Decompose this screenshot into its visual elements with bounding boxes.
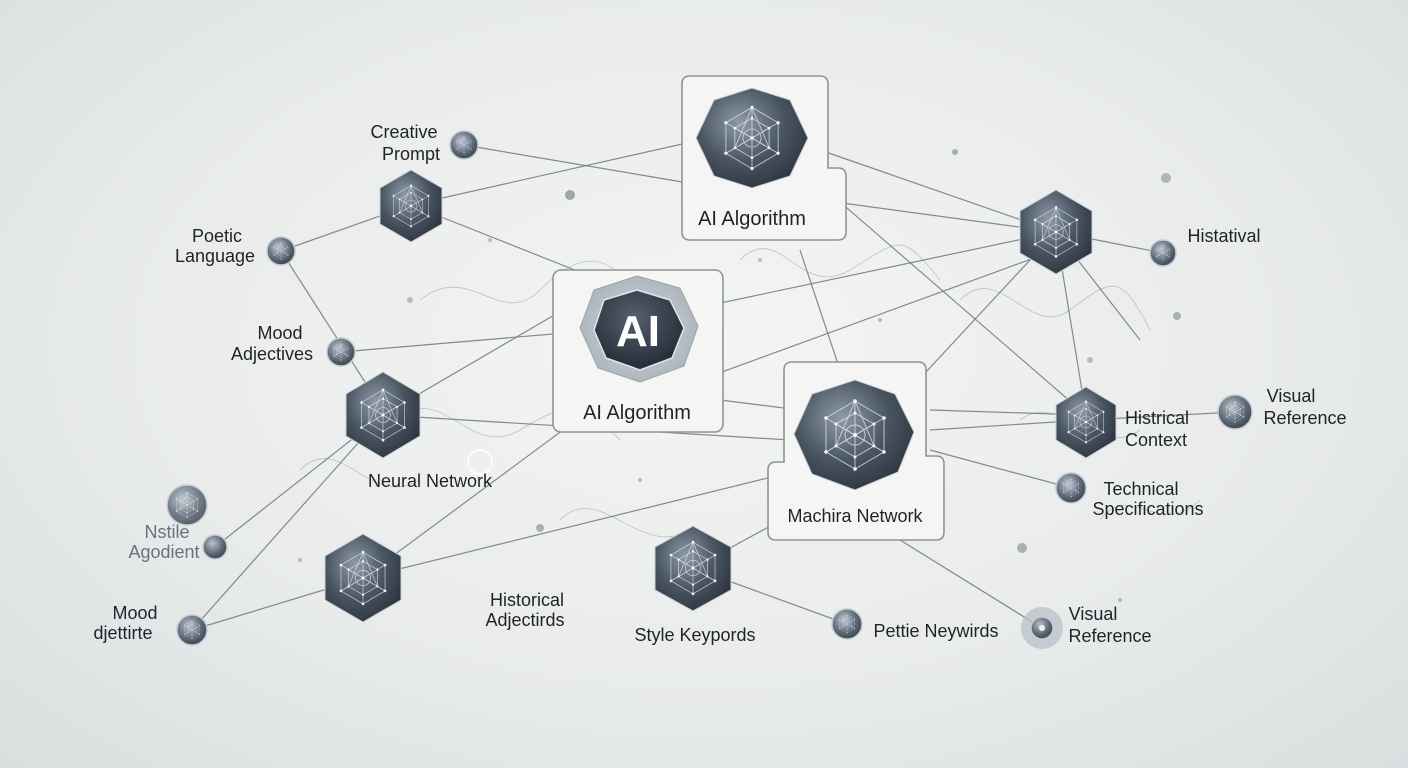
historical-adjectirds-hex[interactable] [324,533,402,623]
historical-adjectirds-label-line1: Historical [490,590,564,610]
ai-algorithm-center-card[interactable]: AI AI Algorithm [552,269,724,433]
ai-algorithm-top-label: AI Algorithm [698,208,806,230]
histatival-hex[interactable] [1019,189,1093,275]
mood-adjectives-label-line2: Adjectives [231,344,313,364]
neural-network-ring [467,449,493,475]
visual-reference-bottom-dot[interactable] [1021,607,1063,649]
mood-djettirte-label-line1: Mood [112,603,157,623]
visual-reference-right-label-line2: Reference [1263,408,1346,428]
technical-specifications-label-line2: Specifications [1092,499,1203,519]
poetic-language-label-line2: Language [175,246,255,266]
creative-prompt-label-line1: Creative [370,122,437,142]
visual-reference-right-label-line1: Visual [1267,386,1316,406]
histrical-context-hex[interactable] [1055,386,1117,459]
visual-reference-right-dot[interactable] [1217,394,1253,430]
mood-djettirte-label-line2: djettirte [93,623,152,643]
poetic-language-dot[interactable] [266,236,296,266]
ai-algorithm-top-orb [695,87,809,189]
neural-network-label: Neural Network [368,471,493,491]
ai-algorithm-center-label: AI Algorithm [583,402,691,424]
creative-prompt-label-line2: Prompt [382,144,440,164]
ai-badge-text: AI [616,307,660,356]
machira-network-label: Machira Network [787,506,923,526]
pettie-neywirds-dot[interactable] [831,608,863,640]
ai-algorithm-top-card[interactable]: AI Algorithm [681,75,847,241]
nstile-agodient-orb[interactable] [166,484,208,526]
poetic-language-label-line1: Poetic [192,226,242,246]
mood-adjectives-dot[interactable] [326,337,356,367]
histrical-context-label-line1: Histrical [1125,408,1189,428]
mood-adjectives-label-line1: Mood [257,323,302,343]
histatival-label: Histatival [1187,226,1260,246]
nstile-agodient-label-line1: Nstile [144,522,189,542]
visual-reference-bottom-label-line2: Reference [1068,626,1151,646]
technical-specifications-dot[interactable] [1055,472,1087,504]
histrical-context-label-line2: Context [1125,430,1187,450]
nstile-agodient-label-line2: Agodient [128,542,199,562]
visual-reference-bottom-label-line1: Visual [1069,604,1118,624]
technical-specifications-label-line1: Technical [1103,479,1178,499]
histatival-dot[interactable] [1149,239,1177,267]
machira-network-orb [793,379,915,491]
mood-djettirte-dot[interactable] [176,614,208,646]
pettie-neywirds-label: Pettie Neywirds [873,621,998,641]
style-keypords-hex[interactable] [654,525,732,612]
machira-network-card[interactable]: Machira Network [767,361,945,541]
creative-prompt-dot[interactable] [449,130,479,160]
nstile-agodient-dot[interactable] [202,534,228,560]
creative-prompt-hex[interactable] [379,169,443,243]
historical-adjectirds-label-line2: Adjectirds [485,610,564,630]
neural-network-hex[interactable] [345,371,421,459]
background-texture [298,149,1201,602]
style-keypords-label: Style Keypords [634,625,755,645]
ai-badge-icon: AI [579,275,699,383]
